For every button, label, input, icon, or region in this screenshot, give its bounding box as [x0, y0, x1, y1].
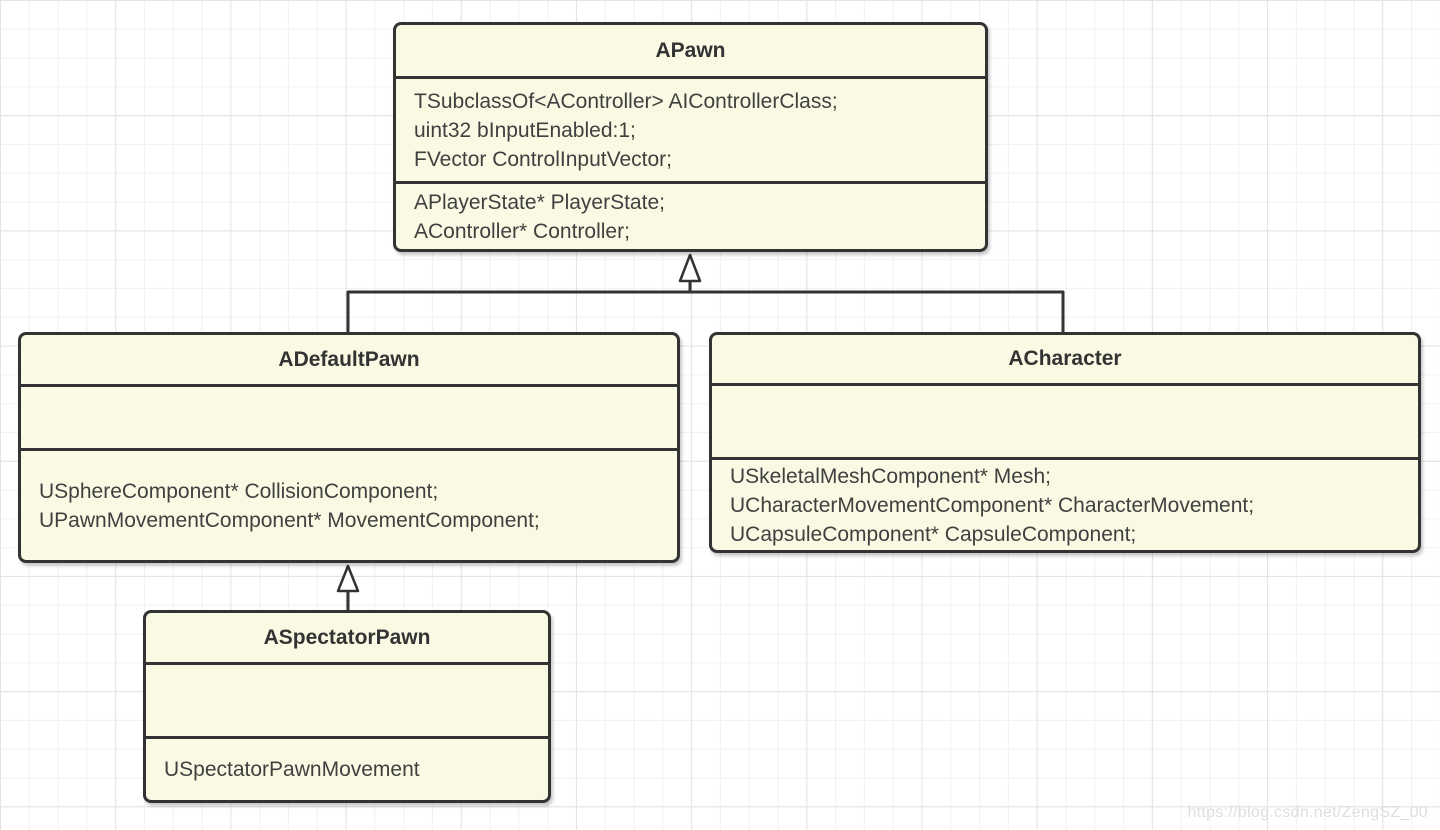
class-field: USphereComponent* CollisionComponent; [39, 479, 439, 503]
class-field: APlayerState* PlayerState; [414, 190, 665, 214]
adefaultpawn-components-section: USphereComponent* CollisionComponent; UP… [21, 448, 677, 560]
aspectatorpawn-components-section: USpectatorPawnMovement [146, 736, 548, 800]
class-field: USkeletalMeshComponent* Mesh; [730, 464, 1051, 488]
class-field: UPawnMovementComponent* MovementComponen… [39, 508, 540, 532]
class-field: UCapsuleComponent* CapsuleComponent; [730, 522, 1137, 546]
class-field: USpectatorPawnMovement [164, 758, 420, 781]
class-field: uint32 bInputEnabled:1; [414, 118, 636, 142]
class-title-acharacter: ACharacter [1008, 347, 1122, 370]
class-title-apawn: APawn [655, 38, 726, 62]
class-box-acharacter: ACharacter USkeletalMeshComponent* Mesh;… [709, 332, 1421, 553]
adefaultpawn-empty-section [21, 384, 677, 448]
acharacter-empty-section [712, 383, 1418, 457]
class-box-apawn: APawn TSubclassOf<AController> AIControl… [393, 22, 988, 252]
edge-children-to-apawn [346, 290, 1065, 332]
class-field: UCharacterMovementComponent* CharacterMo… [730, 493, 1255, 517]
aspectatorpawn-empty-section [146, 662, 548, 736]
class-box-adefaultpawn: ADefaultPawn USphereComponent* Collision… [18, 332, 680, 563]
class-box-aspectatorpawn: ASpectatorPawn USpectatorPawnMovement [143, 610, 551, 803]
class-title-adefaultpawn: ADefaultPawn [278, 347, 420, 371]
generalization-arrowhead-adefaultpawn-icon [336, 564, 360, 593]
class-field: TSubclassOf<AController> AIControllerCla… [414, 89, 838, 113]
class-field: FVector ControlInputVector; [414, 147, 672, 171]
watermark: https://blog.csdn.net/ZengSZ_00 [1187, 804, 1428, 821]
apawn-attributes-section: TSubclassOf<AController> AIControllerCla… [396, 76, 985, 181]
acharacter-components-section: USkeletalMeshComponent* Mesh; UCharacter… [712, 457, 1418, 550]
class-field: AController* Controller; [414, 219, 630, 243]
generalization-arrowhead-apawn-icon [678, 253, 702, 283]
class-title-aspectatorpawn: ASpectatorPawn [263, 625, 431, 649]
apawn-references-section: APlayerState* PlayerState; AController* … [396, 181, 985, 249]
